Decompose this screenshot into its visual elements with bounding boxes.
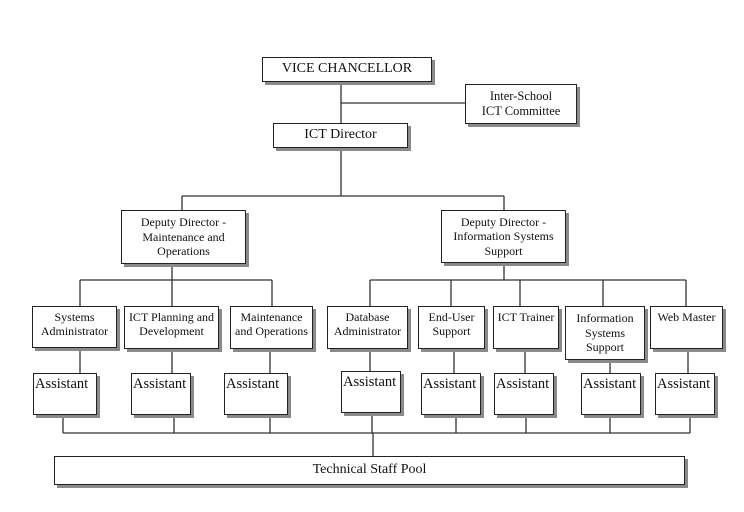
unit-ict-trainer: ICT Trainer: [493, 306, 559, 349]
unit-database-administrator: Database Administrator: [327, 306, 408, 349]
ict-director-box: ICT Director: [273, 123, 408, 148]
vice-chancellor-label: VICE CHANCELLOR: [281, 61, 413, 77]
inter-school-committee-box: Inter-School ICT Committee: [465, 84, 577, 124]
unit-systems-administrator: Systems Administrator: [32, 306, 117, 348]
unit-information-systems-support: Information Systems Support: [565, 306, 645, 360]
assistant-box: Assistant: [131, 373, 191, 415]
assistant-box: Assistant: [33, 373, 97, 415]
technical-staff-pool-box: Technical Staff Pool: [54, 456, 685, 485]
assistant-box: Assistant: [494, 373, 554, 415]
deputy-director-maintenance-box: Deputy Director - Maintenance and Operat…: [121, 210, 246, 264]
assistant-box: Assistant: [341, 371, 401, 413]
unit-web-master: Web Master: [650, 306, 723, 349]
deputy-director-information-systems-box: Deputy Director - Information Systems Su…: [441, 210, 566, 263]
unit-ict-planning: ICT Planning and Development: [124, 306, 219, 349]
assistant-box: Assistant: [421, 373, 481, 415]
assistant-box: Assistant: [224, 373, 288, 415]
unit-end-user-support: End-User Support: [418, 306, 485, 349]
vice-chancellor-box: VICE CHANCELLOR: [262, 57, 432, 82]
assistant-box: Assistant: [581, 373, 641, 415]
assistant-box: Assistant: [655, 373, 715, 415]
unit-maintenance-operations: Maintenance and Operations: [230, 306, 313, 349]
